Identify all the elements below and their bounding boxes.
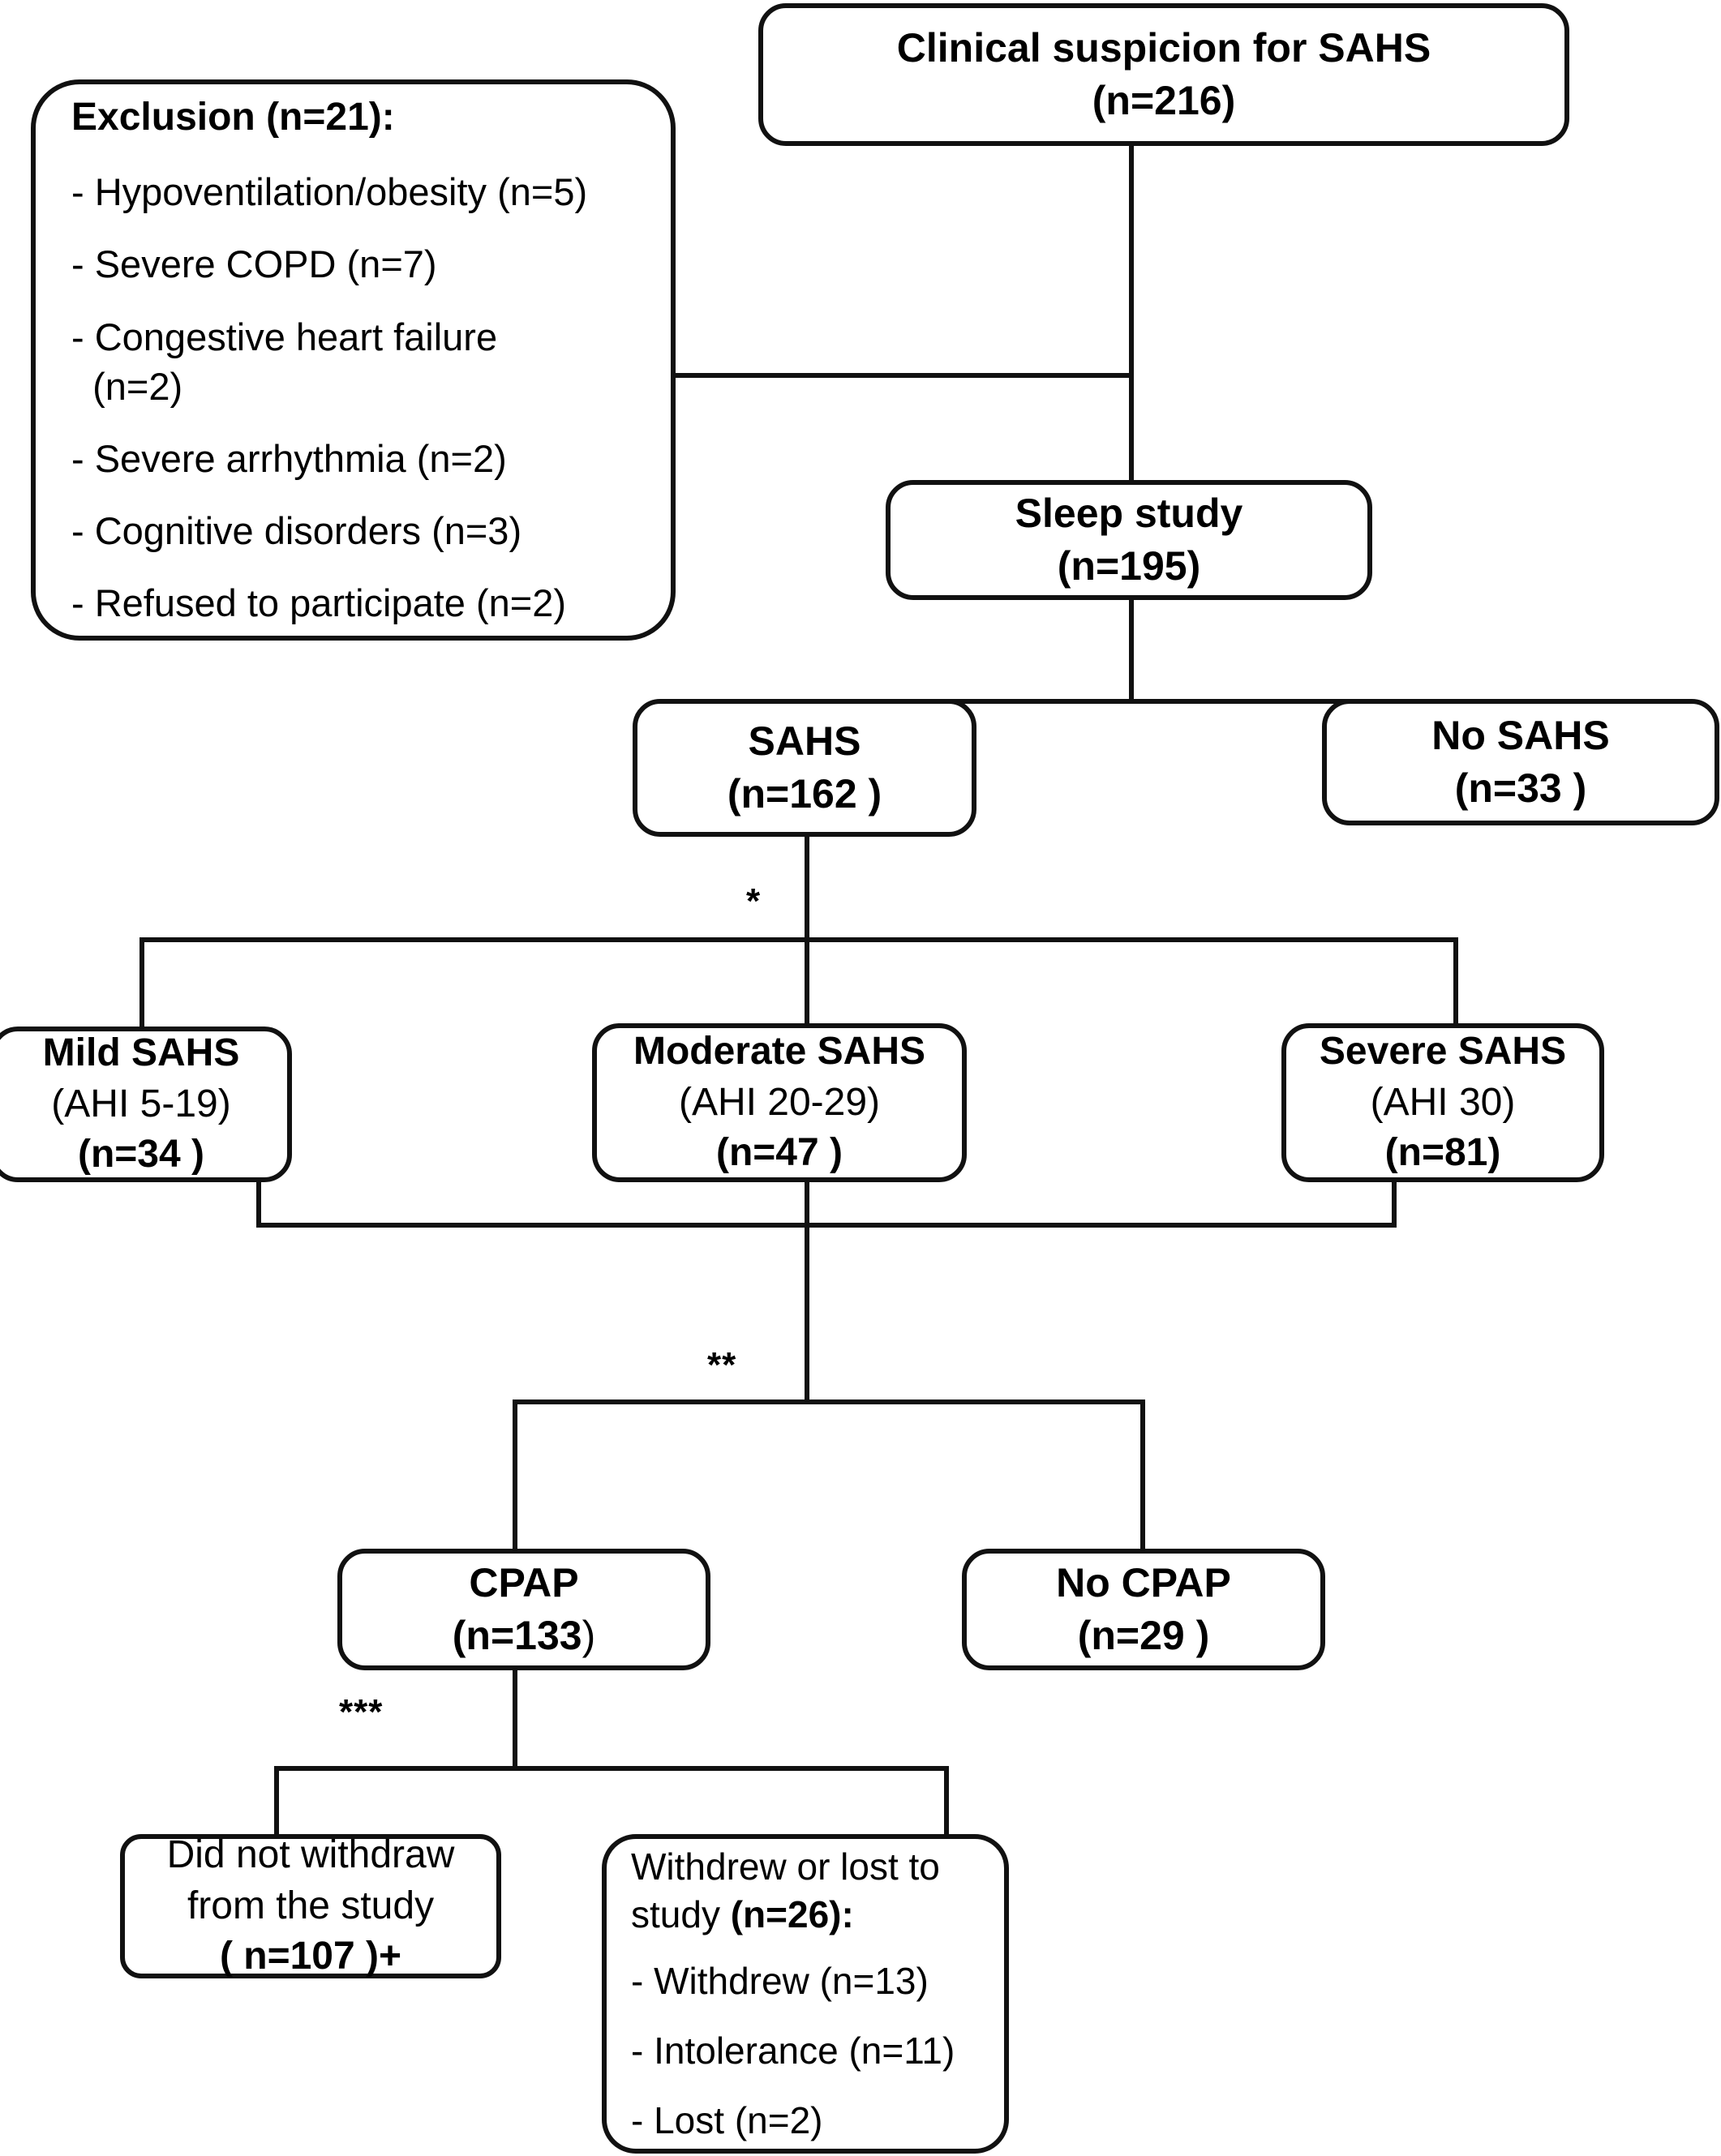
connector-to-severe — [1453, 937, 1458, 1028]
exclusion-item: - Congestive heart failure (n=2) — [71, 315, 498, 408]
connector-to-did-not-withdraw — [274, 1766, 279, 1841]
withdrew-heading-bold: (n=26): — [730, 1893, 854, 1936]
node-no-cpap[interactable]: No CPAP (n=29 ) — [962, 1549, 1325, 1670]
moderate-sahs-count: (n=47 ) — [715, 1131, 843, 1175]
moderate-sahs-ahi: (AHI 20-29) — [678, 1080, 881, 1124]
connector-cpap-down — [513, 1665, 517, 1769]
node-withdrew-or-lost[interactable]: Withdrew or lost to study (n=26): - With… — [602, 1834, 1009, 2154]
node-exclusion[interactable]: Exclusion (n=21): - Hypoventilation/obes… — [31, 79, 676, 641]
connector-exclusion-stub — [673, 373, 678, 378]
connector-to-no-cpap — [1140, 1399, 1145, 1554]
no-sahs-count: (n=33 ) — [1454, 765, 1587, 811]
mild-sahs-ahi: (AHI 5-19) — [51, 1082, 231, 1125]
sahs-title: SAHS — [748, 718, 861, 764]
did-not-withdraw-line2: from the study — [187, 1884, 435, 1927]
did-not-withdraw-count: ( n=107 )+ — [219, 1935, 402, 1978]
connector-merged-trunk — [805, 1223, 809, 1403]
moderate-sahs-title: Moderate SAHS — [633, 1030, 926, 1074]
exclusion-item: - Severe COPD (n=7) — [71, 242, 437, 286]
did-not-withdraw-line1: Did not withdraw — [166, 1833, 455, 1877]
sleep-study-title: Sleep study — [1015, 491, 1243, 536]
withdrew-list-item: - Intolerance (n=11) — [631, 2029, 955, 2072]
connector-outcome-split-horizontal — [274, 1766, 949, 1771]
exclusion-title: Exclusion (n=21): — [71, 95, 395, 139]
mild-sahs-count: (n=34 ) — [77, 1133, 205, 1177]
withdrew-or-lost-heading: Withdrew or lost to study (n=26): — [631, 1843, 980, 1940]
annotation-single-asterisk: * — [746, 881, 762, 921]
connector-sleepstudy-down — [1129, 600, 1134, 702]
connector-sahs-down — [805, 835, 809, 941]
no-cpap-count: (n=29 ) — [1077, 1613, 1210, 1658]
severe-sahs-title: Severe SAHS — [1319, 1030, 1567, 1074]
cpap-count-paren: ) — [582, 1613, 596, 1658]
connector-exclusion-branch — [676, 373, 1134, 378]
exclusion-item: - Hypoventilation/obesity (n=5) — [71, 170, 588, 214]
clinical-suspicion-count: (n=216) — [1092, 78, 1236, 123]
no-sahs-title: No SAHS — [1431, 713, 1610, 758]
connector-severity-split-horizontal — [139, 937, 1458, 942]
connector-severity-merge-horizontal — [256, 1223, 1397, 1228]
node-moderate-sahs[interactable]: Moderate SAHS (AHI 20-29) (n=47 ) — [592, 1023, 967, 1182]
connector-mild-down — [256, 1177, 261, 1228]
node-severe-sahs[interactable]: Severe SAHS (AHI 30) (n=81) — [1281, 1023, 1604, 1182]
sahs-count: (n=162 ) — [727, 771, 882, 817]
cpap-count: (n=133) — [342, 1609, 706, 1662]
node-cpap[interactable]: CPAP (n=133) — [337, 1549, 710, 1670]
withdrew-list-item: - Lost (n=2) — [631, 2098, 823, 2141]
sleep-study-count: (n=195) — [1057, 543, 1201, 589]
connector-suspicion-to-sleepstudy — [1129, 143, 1134, 499]
withdrew-list-item: - Withdrew (n=13) — [631, 1960, 929, 2003]
connector-to-moderate — [805, 937, 809, 1028]
node-clinical-suspicion[interactable]: Clinical suspicion for SAHS (n=216) — [758, 3, 1569, 146]
node-did-not-withdraw[interactable]: Did not withdraw from the study ( n=107 … — [120, 1833, 501, 1978]
annotation-triple-asterisk: *** — [339, 1692, 384, 1732]
node-sahs[interactable]: SAHS (n=162 ) — [633, 699, 976, 837]
annotation-double-asterisk: ** — [707, 1345, 737, 1385]
clinical-suspicion-title: Clinical suspicion for SAHS — [896, 25, 1431, 71]
connector-severe-down — [1392, 1177, 1397, 1228]
connector-to-mild — [139, 937, 144, 1028]
cpap-title: CPAP — [469, 1560, 579, 1605]
withdrew-heading-normal: Withdrew or lost to study — [631, 1845, 940, 1936]
severe-sahs-count: (n=81) — [1384, 1131, 1501, 1175]
exclusion-item: - Cognitive disorders (n=3) — [71, 508, 522, 552]
node-mild-sahs[interactable]: Mild SAHS (AHI 5-19) (n=34 ) — [0, 1027, 292, 1182]
mild-sahs-title: Mild SAHS — [42, 1031, 240, 1075]
exclusion-item: - Severe arrhythmia (n=2) — [71, 436, 507, 480]
no-cpap-title: No CPAP — [1056, 1560, 1231, 1605]
exclusion-item: - Refused to participate (n=2) — [71, 581, 567, 624]
cpap-count-bold: (n=133 — [452, 1613, 582, 1658]
severe-sahs-ahi: (AHI 30) — [1370, 1080, 1516, 1124]
connector-to-withdrew — [944, 1766, 949, 1841]
connector-moderate-down — [805, 1177, 809, 1228]
node-no-sahs[interactable]: No SAHS (n=33 ) — [1322, 699, 1719, 825]
connector-sahs-split-horizontal — [805, 699, 1453, 704]
connector-cpap-split-horizontal — [513, 1399, 1145, 1404]
connector-to-cpap — [513, 1399, 517, 1554]
node-sleep-study[interactable]: Sleep study (n=195) — [886, 480, 1372, 600]
